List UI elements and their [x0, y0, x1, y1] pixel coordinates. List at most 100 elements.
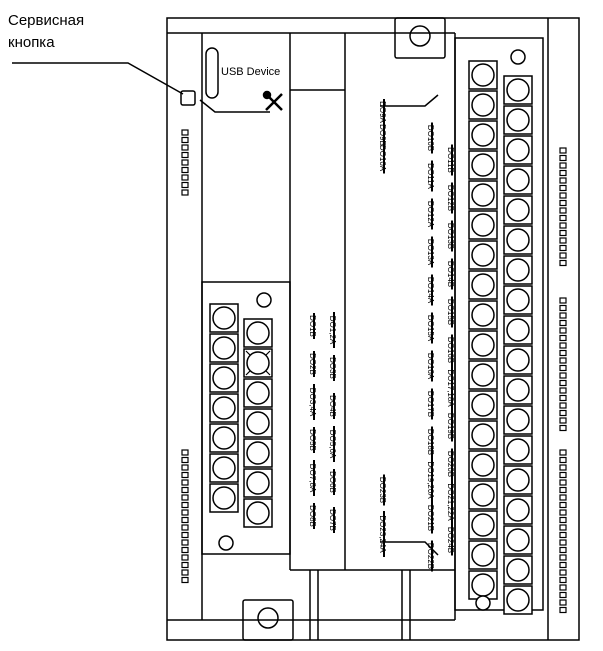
callout-line-1: Сервисная: [8, 12, 84, 29]
led-indicator: [559, 591, 567, 599]
screw-terminal: [503, 165, 533, 195]
led-indicator: [181, 449, 189, 456]
terminal-label: DO17B: [426, 391, 435, 417]
led-indicator: [181, 471, 189, 479]
screw-terminal: [503, 495, 533, 525]
led-indicator: [181, 456, 189, 464]
led-indicator: [559, 244, 567, 252]
marker-circle: [218, 535, 234, 551]
mounting-tab: [394, 17, 446, 59]
led-indicator: [559, 539, 567, 546]
led-indicator: [181, 144, 189, 151]
terminal-label: DO2B: [308, 353, 317, 375]
led-indicator: [181, 159, 189, 166]
led-indicator: [559, 169, 567, 177]
screw-terminal: [468, 510, 498, 540]
led-indicator: [559, 424, 567, 432]
led-indicator: [559, 222, 567, 229]
led-indicator: [181, 509, 189, 516]
led-indicator: [181, 166, 189, 174]
terminal-label: DO23,24A: [378, 515, 387, 553]
screw-terminal: [468, 390, 498, 420]
led-indicator: [559, 259, 567, 267]
led-indicator: [559, 417, 567, 424]
switch-lever: [199, 99, 270, 113]
led-indicator: [559, 379, 567, 387]
terminal-label: DO14A: [426, 277, 435, 304]
led-indicator: [559, 524, 567, 531]
led-indicator: [181, 539, 189, 546]
terminal-label: DO14B: [446, 261, 455, 287]
led-indicator: [559, 319, 567, 327]
marker-circle: [475, 595, 491, 611]
led-indicator: [559, 214, 567, 222]
mounting-hole: [409, 25, 431, 47]
led-indicator: [559, 394, 567, 402]
led-indicator: [559, 342, 567, 349]
screw-terminal: [243, 438, 273, 468]
screw-terminal: [468, 450, 498, 480]
led-indicator: [559, 494, 567, 501]
led-indicator: [559, 192, 567, 199]
screw-terminal: [468, 570, 498, 600]
terminal-label: DO12A: [426, 201, 435, 228]
led-indicator: [559, 387, 567, 394]
terminal-label: DO13B: [446, 223, 455, 249]
led-indicator: [559, 237, 567, 244]
led-indicator: [181, 576, 189, 584]
screw-terminal: [468, 120, 498, 150]
terminal-label: DO4B: [328, 395, 337, 417]
led-indicator: [559, 357, 567, 364]
terminal-label: DO22B: [426, 543, 435, 569]
led-indicator: [559, 334, 567, 342]
terminal-label: DO12B: [446, 185, 455, 211]
screw-terminal: [468, 420, 498, 450]
led-indicator: [559, 372, 567, 379]
right-terminal-block: [454, 37, 544, 611]
screw-terminal: [243, 378, 273, 408]
screwdriver-wrench-icon: [262, 90, 283, 111]
led-indicator: [559, 516, 567, 524]
terminal-label: DO3B: [328, 357, 337, 379]
terminal-label: DO23B: [378, 477, 387, 503]
screw-terminal: [503, 375, 533, 405]
screw-terminal: [503, 195, 533, 225]
screw-terminal: [468, 300, 498, 330]
led-indicator: [181, 129, 189, 136]
screw-terminal: [503, 585, 533, 615]
screw-terminal: [468, 540, 498, 570]
screw-terminal: [468, 330, 498, 360]
led-indicator: [559, 471, 567, 479]
terminal-label: DO9B: [378, 124, 387, 146]
usb-device-label: USB Device: [221, 66, 280, 78]
terminal-label: DO5B: [308, 429, 317, 451]
screw-terminal: [468, 150, 498, 180]
terminal-label: DO7B: [328, 509, 337, 531]
screw-terminal: [468, 210, 498, 240]
led-indicator: [559, 576, 567, 584]
led-indicator: [559, 409, 567, 417]
led-indicator: [181, 136, 189, 144]
led-indicator: [559, 479, 567, 486]
screw-terminal: [243, 318, 273, 348]
led-indicator: [559, 554, 567, 561]
led-indicator: [559, 229, 567, 237]
terminal-label: DO24B: [446, 527, 455, 553]
terminal-label: DO10B: [426, 125, 435, 151]
screw-terminal: [503, 465, 533, 495]
screw-terminal: [243, 348, 273, 378]
terminal-label: DO13A: [426, 239, 435, 266]
led-indicator: [181, 181, 189, 189]
device-housing: [12, 17, 580, 641]
callout-leader: [12, 62, 184, 95]
terminal-label: DO20B: [446, 451, 455, 477]
terminal-label: DO11B: [446, 147, 455, 173]
screw-terminal: [243, 468, 273, 498]
led-indicator: [559, 177, 567, 184]
screw-terminal: [209, 333, 239, 363]
screw-terminal: [503, 255, 533, 285]
channel-switch-mark: [380, 541, 439, 556]
terminal-label: DO8B: [308, 505, 317, 527]
terminal-label: DO21,22A: [446, 483, 455, 521]
led-indicator: [559, 464, 567, 471]
